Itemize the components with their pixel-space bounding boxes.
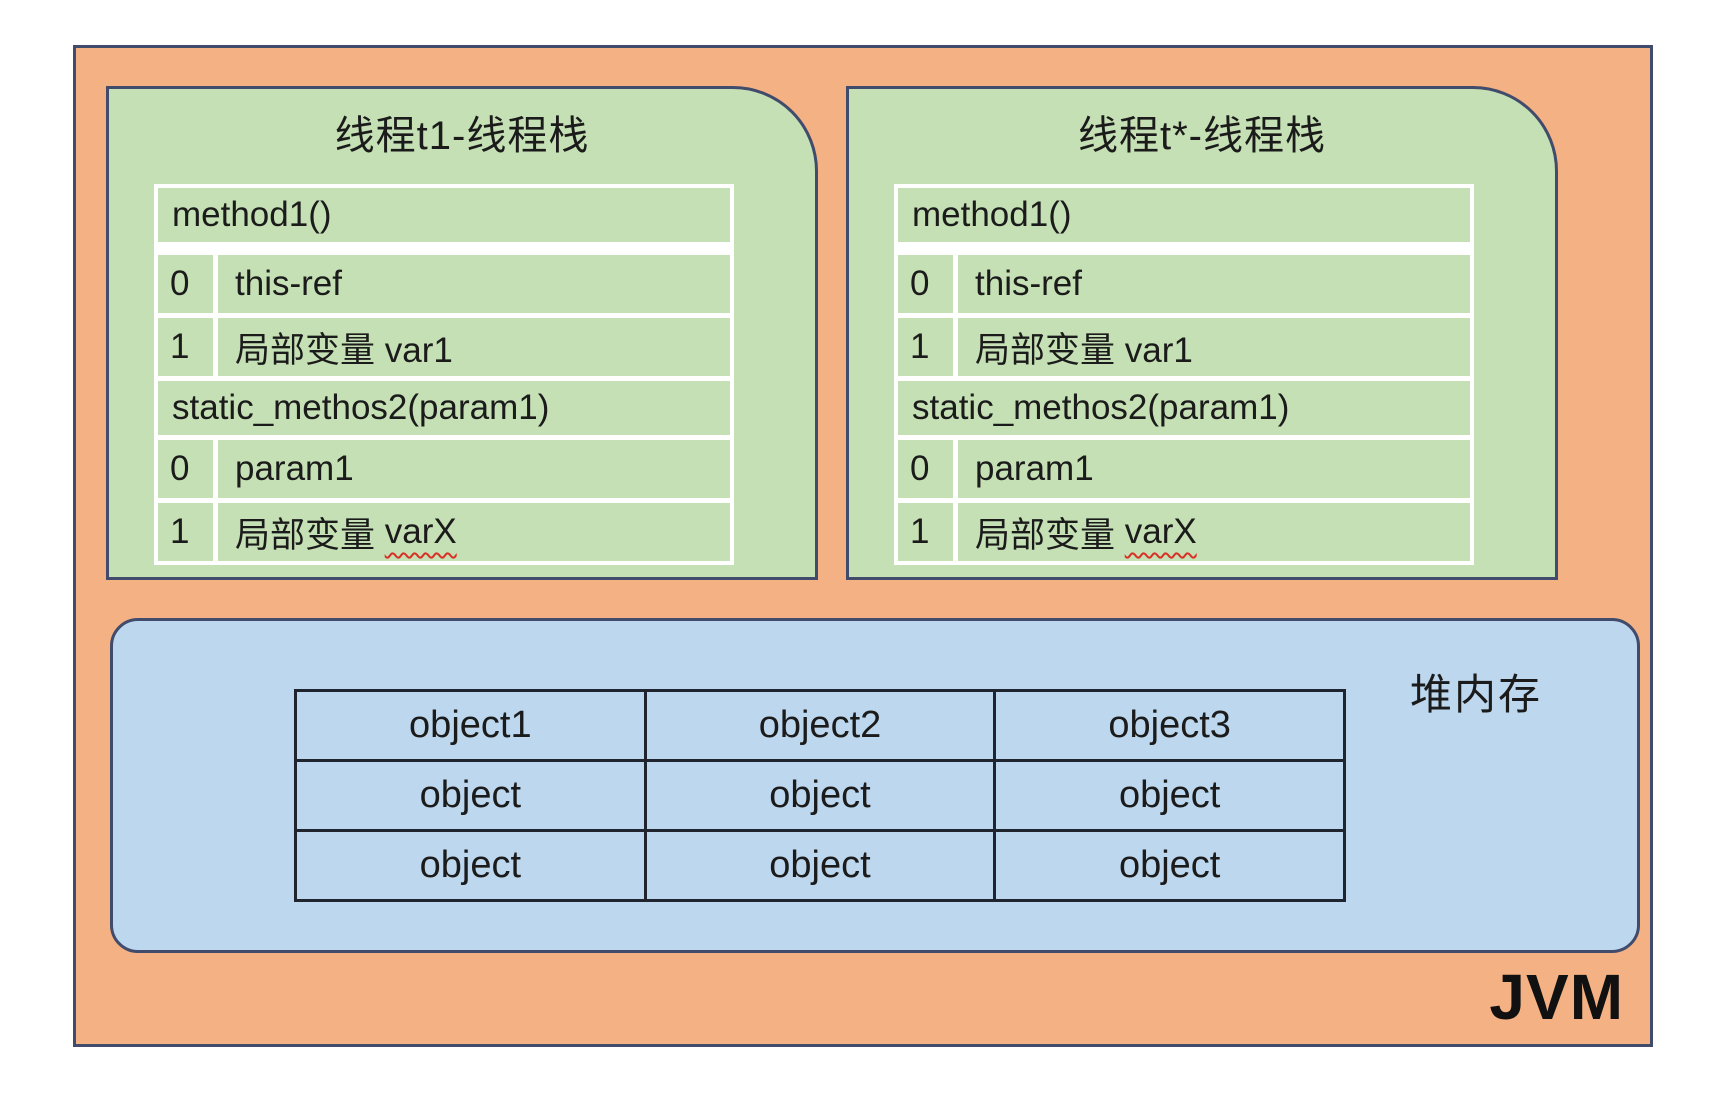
stack-frame-slot: 0 param1 [898,435,1470,498]
heap-cell: object1 [297,692,644,759]
slot-value: param1 [975,449,1094,488]
slot-index: 1 [158,503,218,561]
misspelled-word: varX [384,512,457,551]
thread-stack-table: method1() 0 this-ref 1 局部变量 var1 static_metho… [154,184,734,565]
heap-cell: object3 [996,692,1343,759]
slot-index: 0 [158,255,218,313]
thread-stack-title: 线程t*-线程栈 [1078,114,1326,158]
slot-index: 0 [898,255,958,313]
stack-frame-method: static_methos2(param1) [158,376,730,435]
heap-cell: object [297,832,644,899]
slot-value: this-ref [235,264,342,303]
slot-index: 1 [898,503,958,561]
slot-index: 1 [158,318,218,376]
heap-cell: object [646,832,994,899]
heap-cell: object [646,762,994,829]
heap-cell: object [297,762,644,829]
slot-value: this-ref [975,264,1082,303]
stack-frame-method: static_methos2(param1) [898,376,1470,435]
slot-value: 局部变量 var1 [235,330,453,370]
thread-stack-table: method1() 0 this-ref 1 局部变量 var1 static_metho… [894,184,1474,565]
stack-frame-slot: 1 局部变量 varX [898,498,1470,561]
stack-frame-slot: 0 this-ref [898,242,1470,313]
slot-value: 局部变量 varX [235,512,457,555]
stack-frame-slot: 0 param1 [158,435,730,498]
slot-index: 0 [898,440,958,498]
thread-stack-box-tstar: 线程t*-线程栈 method1() 0 this-ref 1 局部变量 var1 sta… [846,86,1558,580]
stack-frame-slot: 0 this-ref [158,242,730,313]
stack-frame-slot: 1 局部变量 varX [158,498,730,561]
jvm-container: 线程t1-线程栈 method1() 0 this-ref 1 局部变量 var1 sta… [73,45,1653,1047]
heap-title: 堆内存 [1409,671,1542,718]
thread-stack-box-t1: 线程t1-线程栈 method1() 0 this-ref 1 局部变量 var1 sta… [106,86,818,580]
stack-frame-slot: 1 局部变量 var1 [898,313,1470,376]
thread-stack-title: 线程t1-线程栈 [334,114,590,158]
slot-value: 局部变量 varX [975,512,1197,555]
stack-frame-method: method1() [912,195,1072,234]
slot-value: 局部变量 var1 [975,330,1193,370]
misspelled-word: varX [1124,512,1197,551]
heap-cell: object2 [646,692,994,759]
slot-index: 0 [158,440,218,498]
slot-value: param1 [235,449,354,488]
heap-cell: object [996,762,1343,829]
heap-cell: object [996,832,1343,899]
stack-frame-slot: 1 局部变量 var1 [158,313,730,376]
stack-frame-method: method1() [172,195,332,234]
slot-index: 1 [898,318,958,376]
jvm-label: JVM [1489,961,1624,1033]
